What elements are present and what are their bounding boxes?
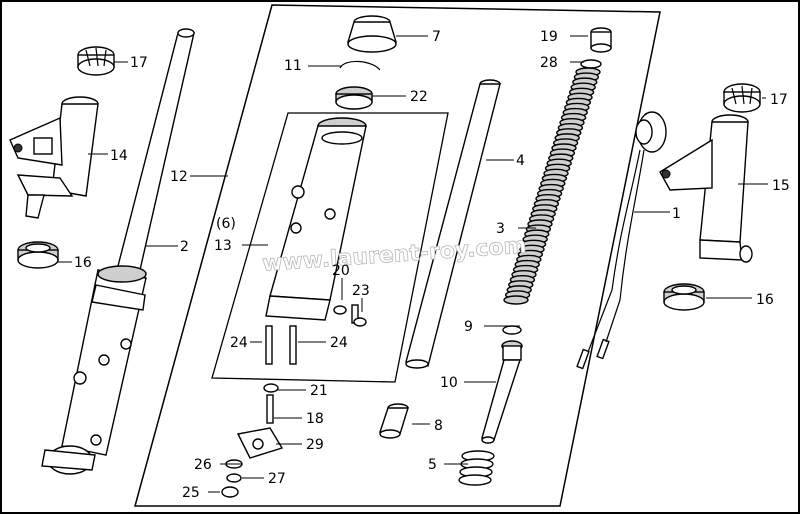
lower-leg-13	[265, 117, 367, 321]
label-2: 2	[180, 239, 189, 255]
label-26: 26	[194, 457, 212, 473]
label-19: 19	[540, 29, 558, 45]
axle-clamp-stack	[221, 383, 284, 498]
label-18: 18	[306, 411, 324, 427]
label-29: 29	[306, 437, 324, 453]
fork-slider-2	[41, 28, 195, 475]
label-13: 13	[214, 238, 232, 254]
label-21: 21	[310, 383, 328, 399]
label-16-left: 16	[74, 255, 92, 271]
label-23: 23	[352, 283, 370, 299]
group-outline-inner	[211, 112, 449, 383]
label-17-right: 17	[770, 92, 788, 108]
label-28: 28	[540, 55, 558, 71]
label-15: 15	[772, 178, 790, 194]
label-4: 4	[516, 153, 525, 169]
label-12: 12	[170, 169, 188, 185]
seal-16-left	[17, 241, 59, 269]
seal-22	[335, 86, 373, 110]
handlebar-clamp-14	[9, 96, 99, 219]
spring-3	[503, 67, 601, 305]
group-outline-outer	[134, 4, 661, 507]
label-3: 3	[496, 221, 505, 237]
cap-17-right	[723, 83, 761, 113]
label-13-paren: (6)	[216, 216, 236, 232]
label-10: 10	[440, 375, 458, 391]
leader-lines	[58, 35, 768, 493]
fork-cap-7	[347, 15, 397, 53]
cap-17-left	[77, 46, 115, 76]
bolt-20-23	[333, 304, 367, 327]
label-14: 14	[110, 148, 128, 164]
pins-24	[265, 325, 297, 365]
label-25: 25	[182, 485, 200, 501]
label-20: 20	[332, 263, 350, 279]
collar-8	[379, 403, 409, 439]
clip-11	[339, 60, 381, 71]
top-bolt-19	[580, 27, 612, 69]
label-9: 9	[464, 319, 473, 335]
label-16-right: 16	[756, 292, 774, 308]
label-17-left: 17	[130, 55, 148, 71]
label-27: 27	[268, 471, 286, 487]
label-11: 11	[284, 58, 302, 74]
label-22: 22	[410, 89, 428, 105]
label-24-right: 24	[330, 335, 348, 351]
fork-tube-4	[405, 79, 501, 369]
handlebar-clamp-15	[659, 114, 753, 263]
label-7: 7	[432, 29, 441, 45]
rebound-spring-5	[458, 450, 495, 486]
spring-coil	[503, 295, 529, 305]
label-5: 5	[428, 457, 437, 473]
seal-16-right	[663, 283, 705, 311]
label-8: 8	[434, 418, 443, 434]
sensor-1	[576, 111, 667, 370]
damper-rod-10	[481, 325, 523, 444]
label-1: 1	[672, 206, 681, 222]
label-24-left: 24	[230, 335, 248, 351]
